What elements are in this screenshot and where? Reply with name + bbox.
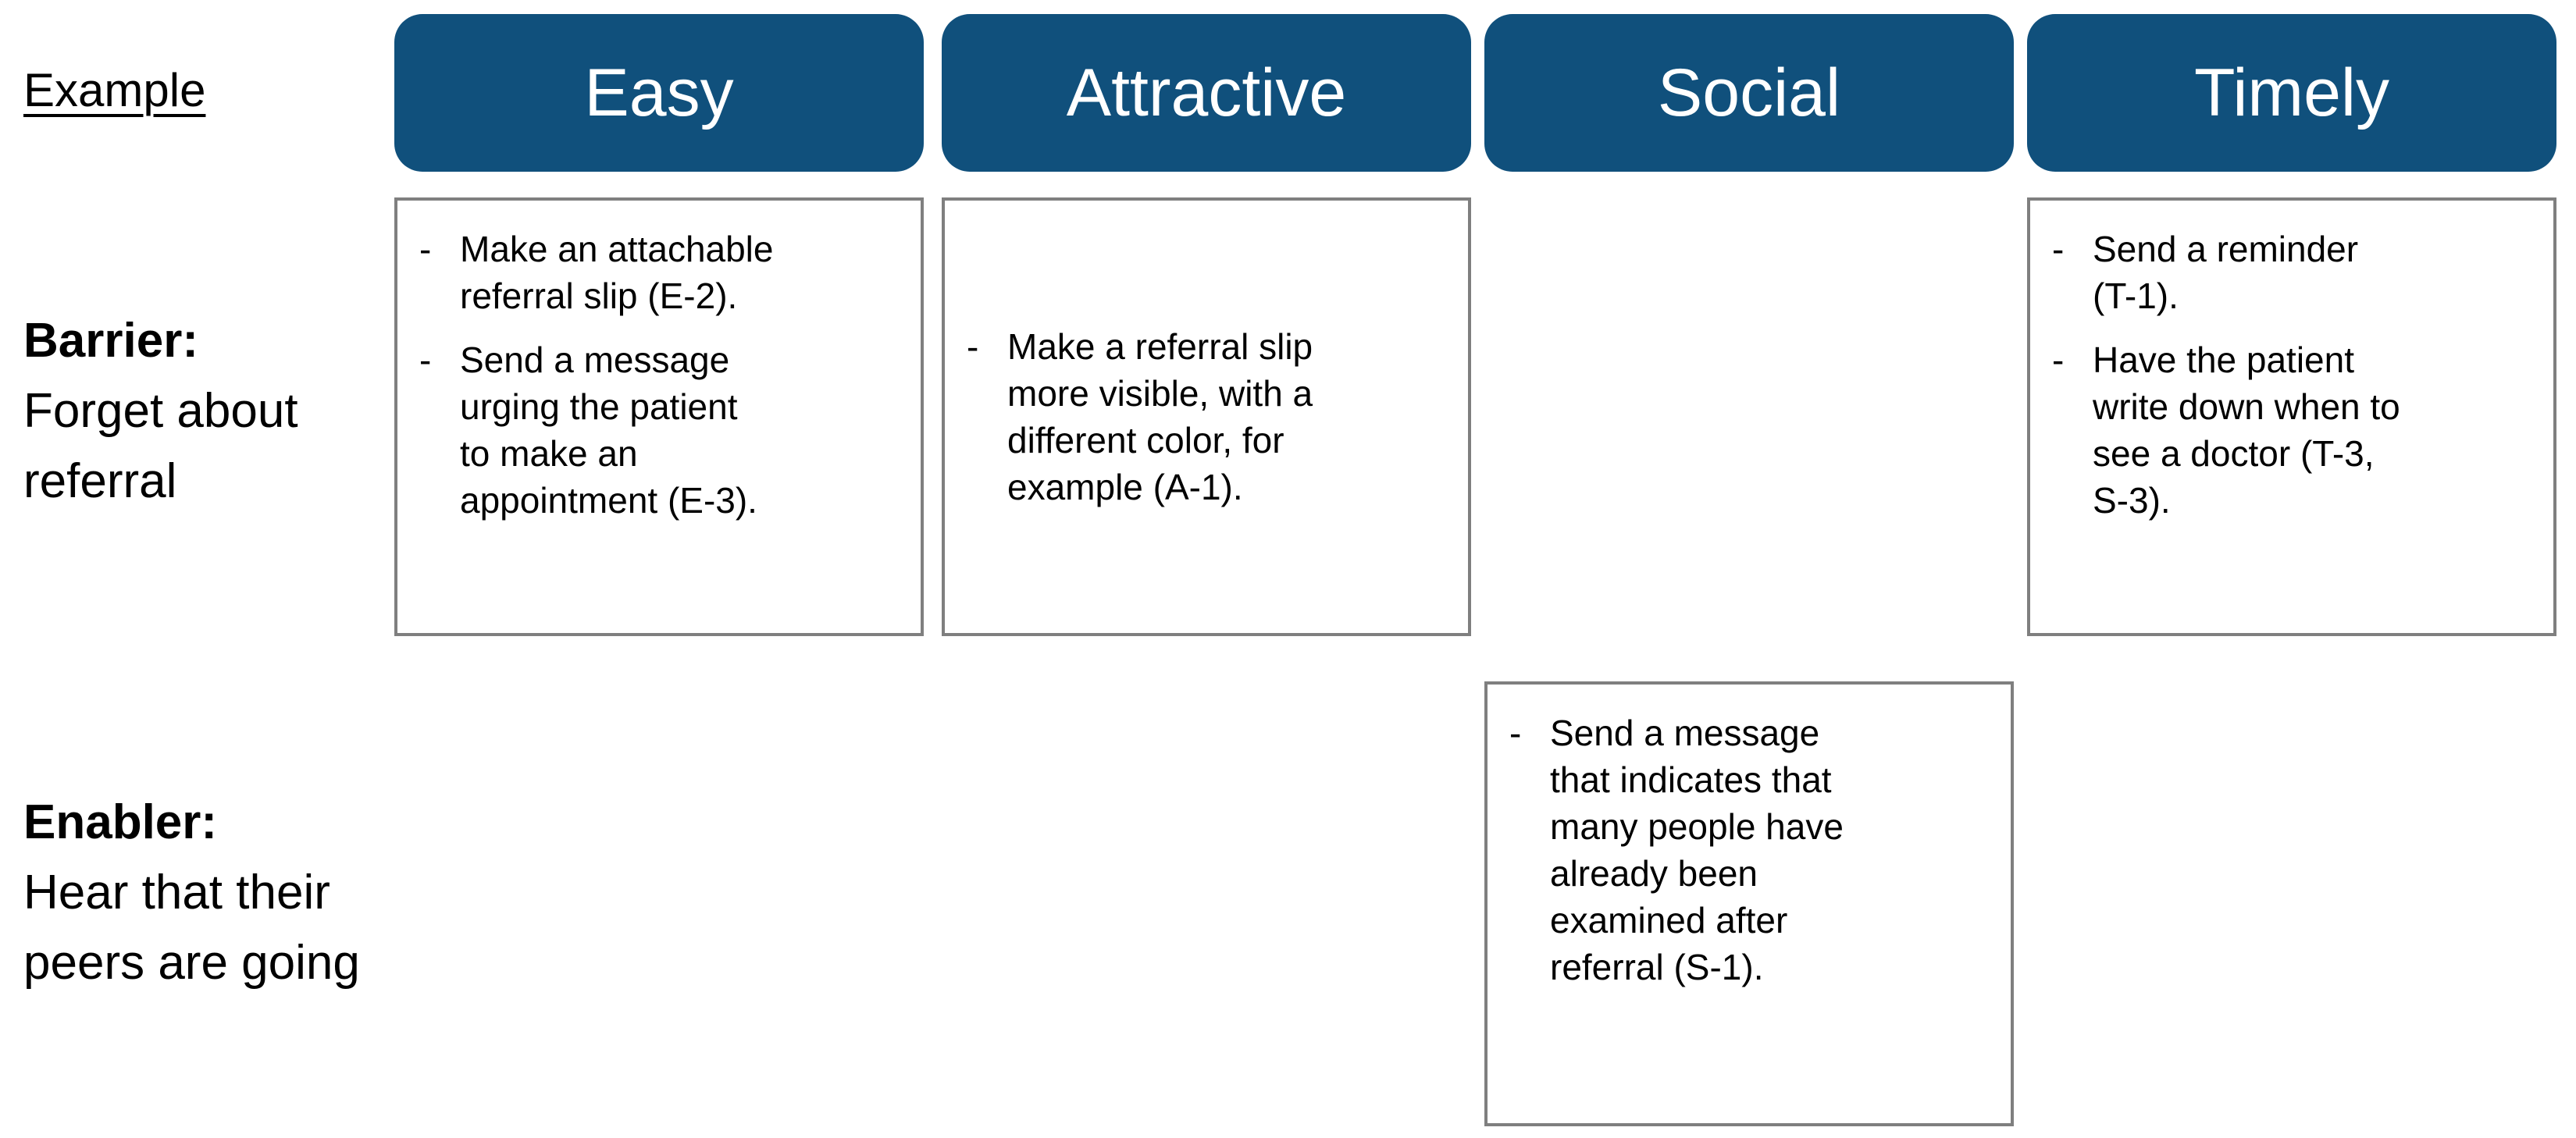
bullet-text: Send a reminder (T-1). (2093, 229, 2359, 316)
bullet-marker: - (2052, 340, 2065, 380)
barrier-attractive-bullet-list: -Make a referral slip more visible, with… (945, 323, 1452, 510)
enabler-row-title: Enabler: (23, 795, 218, 849)
enabler-social-box: -Send a message that indicates that many… (1484, 681, 2014, 1126)
bullet-text: Send a message urging the patient to mak… (460, 340, 757, 521)
bullet-marker: - (1509, 713, 1522, 753)
enabler-row-label: Enabler: Hear that their peers are going (23, 788, 398, 998)
bullet-item: -Send a message that indicates that many… (1488, 709, 1995, 990)
column-header-social: Social (1484, 14, 2014, 172)
bullet-text: Send a message that indicates that many … (1550, 713, 1844, 987)
bullet-item: -Have the patient write down when to see… (2030, 336, 2538, 524)
column-header-timely: Timely (2027, 14, 2556, 172)
barrier-easy-bullet-list: -Make an attachable referral slip (E-2).… (397, 226, 905, 524)
bullet-marker: - (419, 229, 432, 269)
bullet-marker: - (419, 340, 432, 380)
barrier-attractive-box: -Make a referral slip more visible, with… (942, 197, 1471, 636)
bullet-item: -Send a message urging the patient to ma… (397, 336, 905, 524)
bullet-item: -Send a reminder (T-1). (2030, 226, 2538, 319)
bullet-text: Make an attachable referral slip (E-2). (460, 229, 774, 316)
barrier-timely-bullet-list: -Send a reminder (T-1). -Have the patien… (2030, 226, 2538, 524)
barrier-easy-box: -Make an attachable referral slip (E-2).… (394, 197, 924, 636)
enabler-social-bullet-list: -Send a message that indicates that many… (1488, 709, 1995, 990)
barrier-row-text: Forget about referral (23, 384, 298, 508)
bullet-item: -Make a referral slip more visible, with… (945, 323, 1452, 510)
barrier-timely-box: -Send a reminder (T-1). -Have the patien… (2027, 197, 2556, 636)
bullet-marker: - (967, 326, 979, 367)
bullet-text: Have the patient write down when to see … (2093, 340, 2400, 521)
bullet-item: -Make an attachable referral slip (E-2). (397, 226, 905, 319)
barrier-row-title: Barrier: (23, 314, 198, 368)
bullet-marker: - (2052, 229, 2065, 269)
example-heading: Example (23, 64, 206, 116)
column-header-attractive: Attractive (942, 14, 1471, 172)
bullet-text: Make a referral slip more visible, with … (1007, 326, 1313, 507)
enabler-row-text: Hear that their peers are going (23, 866, 360, 990)
column-header-easy: Easy (394, 14, 924, 172)
barrier-row-label: Barrier: Forget about referral (23, 306, 398, 517)
